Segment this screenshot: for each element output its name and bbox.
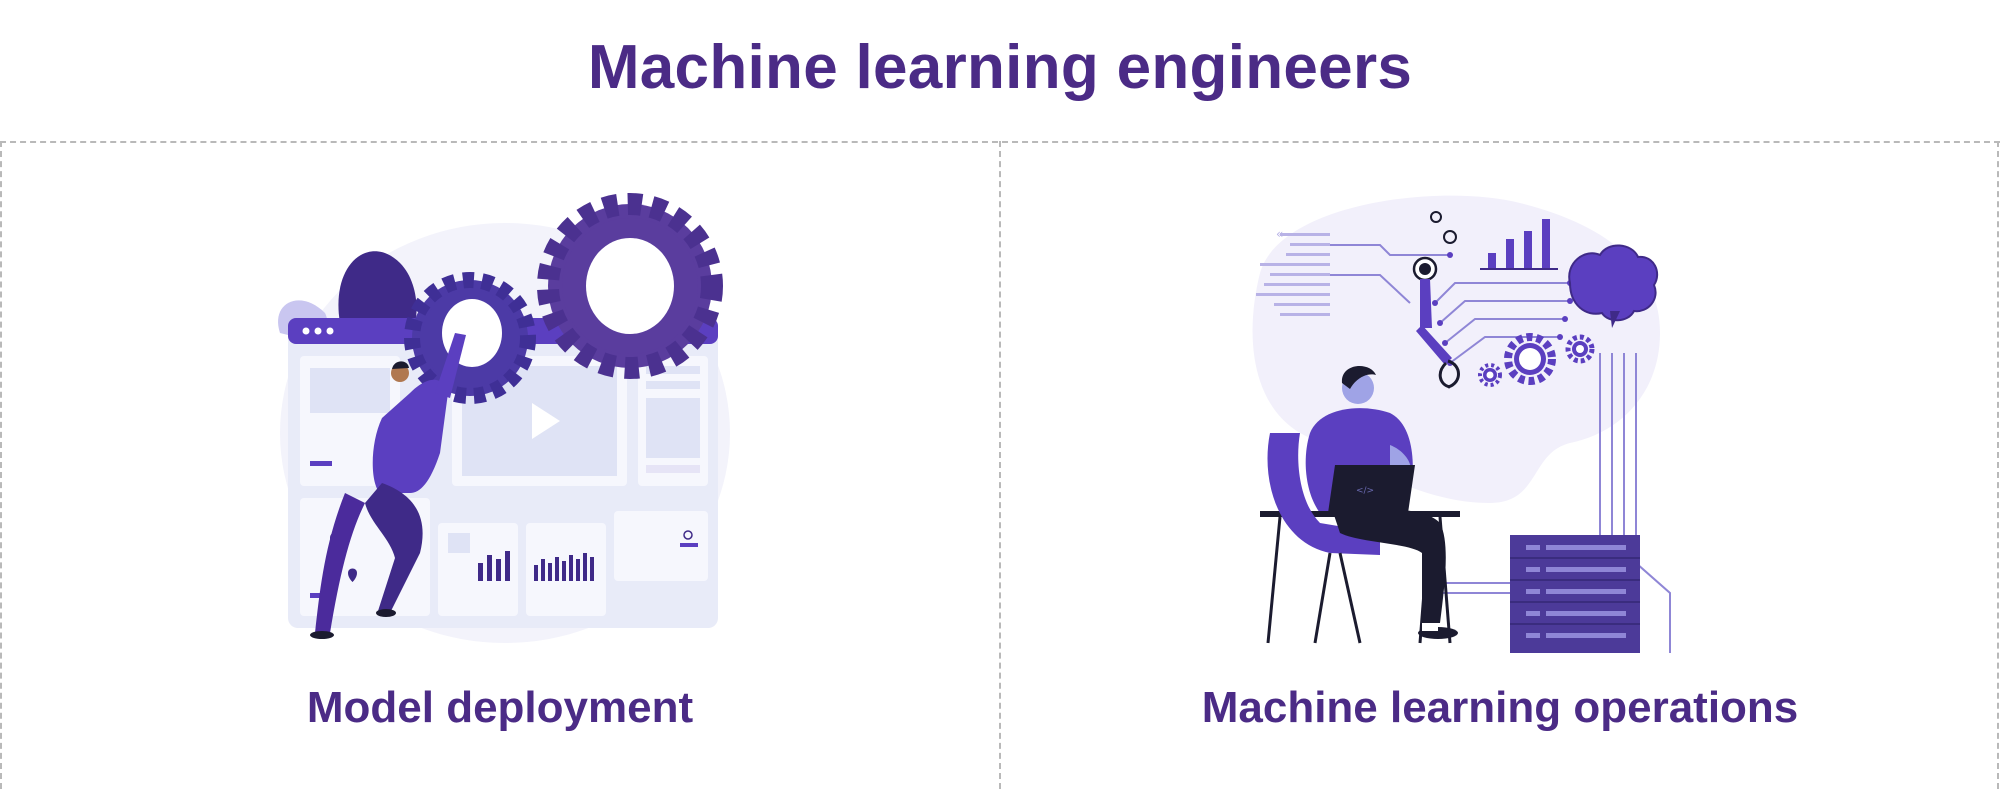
stat-dot (683, 530, 693, 540)
map-pin-icon (348, 568, 357, 582)
bubble-icon (1443, 230, 1457, 244)
bar-chart-icon (1488, 219, 1550, 268)
sidebar-line (646, 366, 700, 374)
person-figure (310, 333, 466, 639)
leaf-dark (338, 251, 417, 333)
small-gear-icon (404, 272, 536, 404)
panel-label: Model deployment (306, 683, 694, 732)
chair (1267, 433, 1380, 644)
server-rack-icon (1510, 535, 1640, 653)
code-brackets-icon: </> (1356, 486, 1374, 496)
panel-model-deployment: Model deployment (0, 143, 1000, 789)
center-divider (999, 141, 1001, 789)
card-image (310, 368, 390, 413)
left-border (0, 141, 2, 789)
panel-machine-learning-operations: « (1000, 143, 2000, 789)
code-lines-icon (1256, 233, 1330, 316)
model-deployment-illustration (278, 193, 730, 643)
window-dot (302, 327, 310, 335)
robot-arm-icon (1412, 256, 1460, 389)
bar-chart-icon (478, 551, 510, 581)
sidebar-line (646, 465, 700, 473)
mlops-illustration: « (1252, 195, 1671, 653)
stat-accent (680, 543, 698, 547)
panel-label: Machine learning operations (1201, 683, 1799, 732)
large-gear-icon (537, 193, 723, 379)
right-border (1997, 141, 1999, 789)
chevron-left-icon: « (1276, 227, 1283, 241)
chart-thumb (448, 533, 470, 553)
window-dot (326, 327, 334, 335)
page-title: Machine learning engineers (587, 33, 1413, 102)
bubble-icon (1430, 211, 1442, 223)
brain-icon (1568, 244, 1659, 328)
sidebar-line (646, 381, 700, 389)
laptop-icon: </> (1315, 465, 1415, 516)
window-dot (314, 327, 322, 335)
gear-icon (1504, 333, 1556, 385)
gear-icon (1565, 334, 1595, 364)
sidebar-block (646, 398, 700, 458)
card-accent (310, 461, 332, 466)
play-icon (532, 403, 560, 439)
stat-card (614, 511, 708, 581)
bar-chart-icon (534, 553, 594, 581)
gear-icon (1478, 363, 1502, 387)
